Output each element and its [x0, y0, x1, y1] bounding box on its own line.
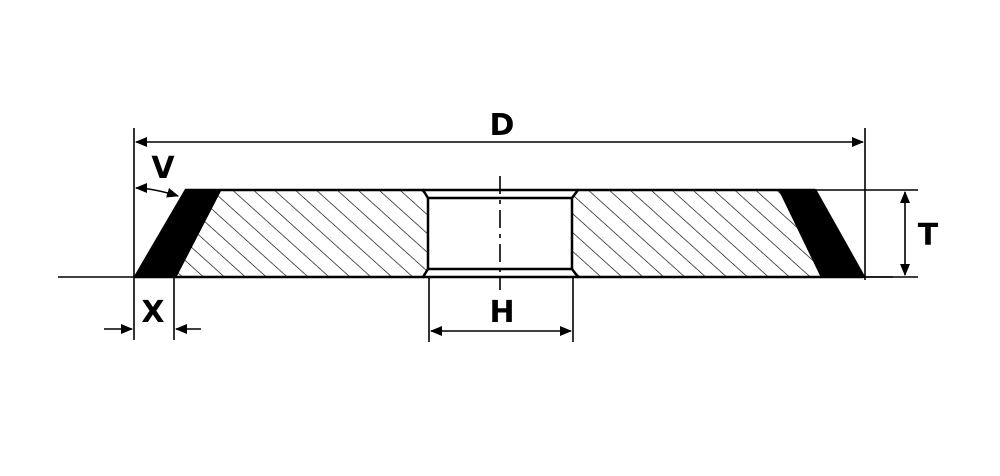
- angle-arc-v: [135, 183, 179, 198]
- abrasive-rim-left: [133, 189, 222, 278]
- label-h: H: [489, 295, 514, 330]
- label-x: X: [141, 295, 164, 330]
- wheel-body-right: [572, 190, 822, 277]
- wheel-outline-top: [185, 188, 815, 200]
- label-t: T: [918, 218, 939, 253]
- label-v: V: [151, 151, 175, 186]
- abrasive-rim-right: [778, 189, 866, 278]
- wheel-body-left: [174, 190, 428, 277]
- label-d: D: [490, 108, 515, 143]
